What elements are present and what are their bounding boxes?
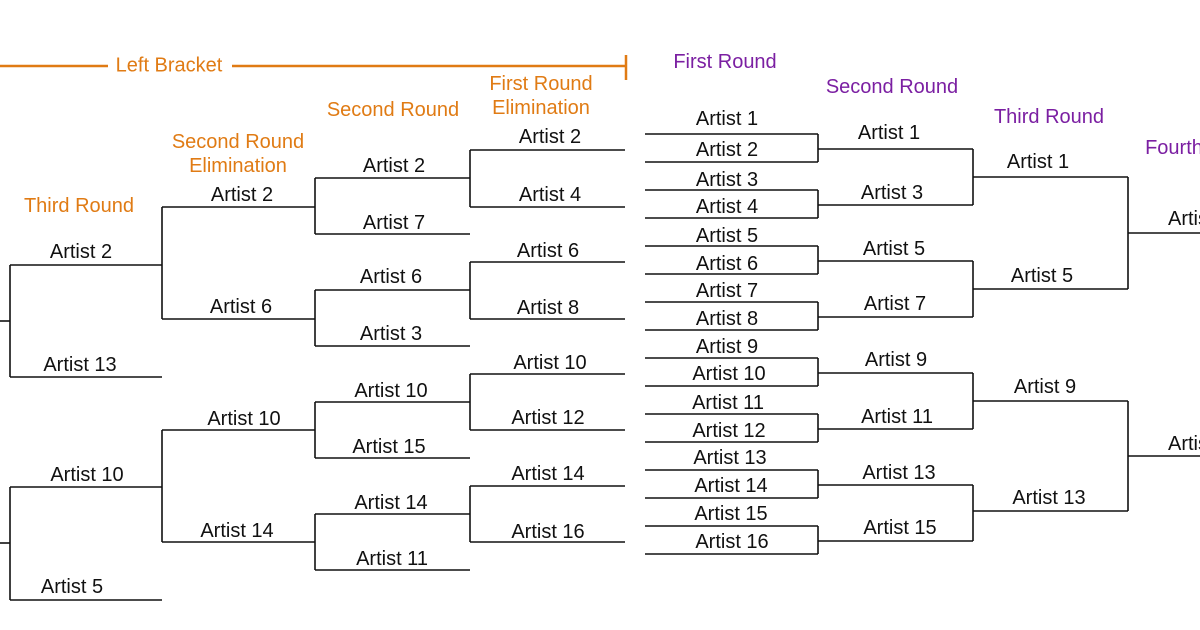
- header-right-first-round: First Round: [673, 51, 777, 73]
- header-right-third-round: Third Round: [993, 106, 1105, 128]
- right-first-slot-14: Artist 14: [694, 475, 768, 497]
- right-third-slot-4: Artist 13: [1012, 487, 1086, 509]
- right-second-slot-2: Artist 3: [860, 182, 924, 204]
- right-first-slot-12: Artist 12: [692, 420, 766, 442]
- left-second-elim-slot-4: Artist 14: [200, 520, 274, 542]
- right-second-slot-7: Artist 13: [862, 462, 936, 484]
- right-first-slot-7: Artist 7: [695, 280, 759, 302]
- right-second-slot-5: Artist 9: [864, 349, 928, 371]
- left-first-elim-slot-6: Artist 12: [511, 407, 585, 429]
- left-third-slot-1: Artist 2: [49, 241, 113, 263]
- left-first-elim-slot-2: Artist 4: [518, 184, 582, 206]
- right-first-slot-2: Artist 2: [695, 139, 759, 161]
- left-first-elim-slot-3: Artist 6: [516, 240, 580, 262]
- header-left-second-round: Second Round: [326, 99, 460, 121]
- right-first-slot-10: Artist 10: [692, 363, 766, 385]
- left-third-slot-3: Artist 10: [50, 464, 124, 486]
- right-first-slot-8: Artist 8: [695, 308, 759, 330]
- right-second-slot-1: Artist 1: [857, 122, 921, 144]
- right-second-slot-8: Artist 15: [863, 517, 937, 539]
- header-left-first-round-elimination: First Round Elimination: [489, 73, 593, 119]
- left-third-slot-2: Artist 13: [43, 354, 117, 376]
- left-first-elim-slot-8: Artist 16: [511, 521, 585, 543]
- right-third-slot-1: Artist 1: [1006, 151, 1070, 173]
- left-first-elim-slot-4: Artist 8: [516, 297, 580, 319]
- left-second-elim-slot-1: Artist 2: [210, 184, 274, 206]
- right-first-slot-13: Artist 13: [693, 447, 767, 469]
- right-first-slot-15: Artist 15: [694, 503, 768, 525]
- left-third-slot-4: Artist 5: [40, 576, 104, 598]
- right-first-slot-11: Artist 11: [692, 392, 764, 414]
- right-third-slot-3: Artist 9: [1013, 376, 1077, 398]
- left-second-slot-8: Artist 11: [356, 548, 428, 570]
- right-fourth-slot-2: Artist: [1168, 433, 1200, 455]
- right-first-slot-6: Artist 6: [695, 253, 759, 275]
- header-left-second-round-elimination: Second Round Elimination: [171, 131, 305, 177]
- right-first-slot-9: Artist 9: [695, 336, 759, 358]
- right-third-slot-2: Artist 5: [1010, 265, 1074, 287]
- right-first-slot-1: Artist 1: [695, 108, 759, 130]
- left-first-elim-slot-5: Artist 10: [513, 352, 587, 374]
- right-first-slot-3: Artist 3: [695, 169, 759, 191]
- right-first-slot-16: Artist 16: [695, 531, 769, 553]
- right-second-slot-4: Artist 7: [863, 293, 927, 315]
- left-first-elim-slot-1: Artist 2: [518, 126, 582, 148]
- left-second-elim-slot-3: Artist 10: [207, 408, 281, 430]
- left-second-slot-2: Artist 7: [362, 212, 426, 234]
- left-second-slot-1: Artist 2: [362, 155, 426, 177]
- left-second-slot-6: Artist 15: [352, 436, 426, 458]
- left-first-elim-slot-7: Artist 14: [511, 463, 585, 485]
- right-second-slot-6: Artist 11: [861, 406, 933, 428]
- header-right-second-round: Second Round: [825, 76, 959, 98]
- left-second-slot-7: Artist 14: [354, 492, 428, 514]
- header-left-third-round: Third Round: [23, 195, 135, 217]
- left-second-slot-4: Artist 3: [359, 323, 423, 345]
- right-fourth-slot-1: Artist: [1168, 208, 1200, 230]
- right-first-slot-4: Artist 4: [695, 196, 759, 218]
- left-second-elim-slot-2: Artist 6: [209, 296, 273, 318]
- right-first-slot-5: Artist 5: [695, 225, 759, 247]
- right-second-slot-3: Artist 5: [862, 238, 926, 260]
- left-second-slot-5: Artist 10: [354, 380, 428, 402]
- header-right-fourth-round: Fourth: [1145, 137, 1200, 159]
- left-second-slot-3: Artist 6: [359, 266, 423, 288]
- left-bracket-banner: Left Bracket: [109, 54, 229, 78]
